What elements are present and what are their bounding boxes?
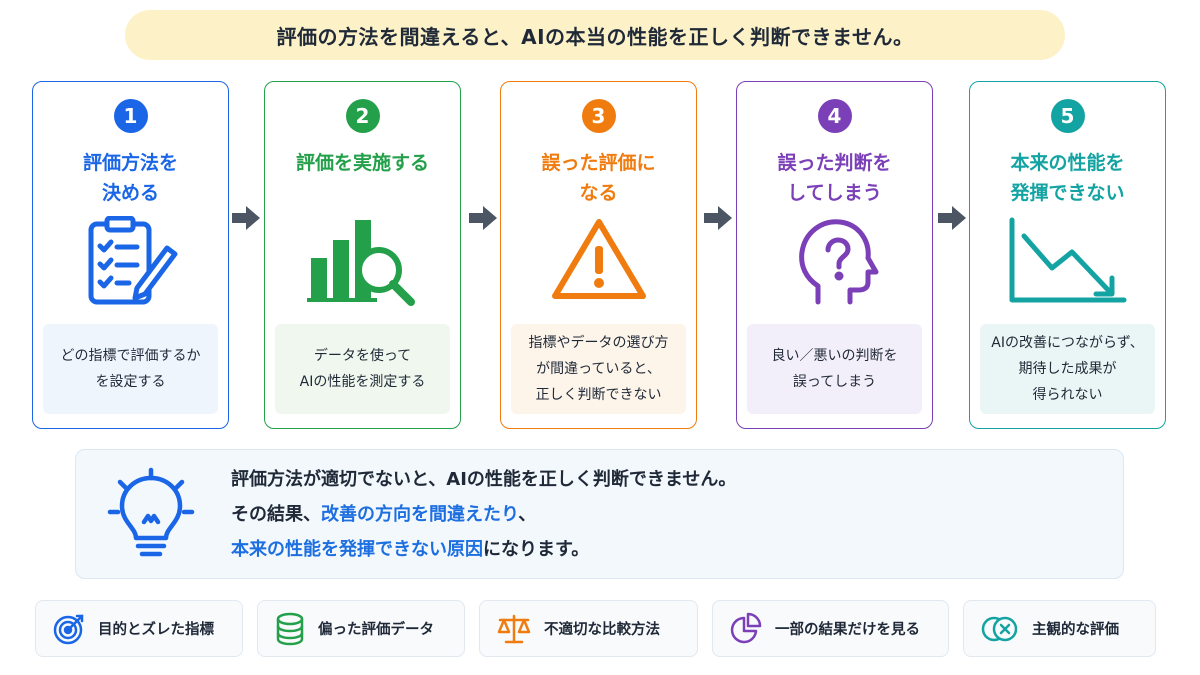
step-description: 指標やデータの選び方 が間違っていると、 正しく判断できない	[511, 324, 686, 414]
tag-partial-results: 一部の結果だけを見る	[712, 600, 949, 657]
declining-chart-icon	[1008, 216, 1128, 310]
step-title: 本来の性能を 発揮できない	[1010, 152, 1125, 204]
step-title: 評価を実施する	[295, 152, 429, 174]
arrow-right-icon	[469, 206, 497, 230]
step-title: 評価方法を 決める	[82, 152, 178, 204]
lightbulb-icon	[107, 467, 195, 557]
step-number-badge: 4	[817, 99, 852, 133]
tag-subjective-evaluation: 主観的な評価	[963, 600, 1156, 657]
step-card-3: 3 誤った評価に なる 指標やデータの選び方 が間違っていると、 正しく判断でき…	[500, 81, 697, 429]
tag-inappropriate-comparison: 不適切な比較方法	[479, 600, 698, 657]
summary-highlight-1: 改善の方向を間違えたり	[321, 504, 519, 525]
step-description: どの指標で評価するか を設定する	[43, 324, 218, 414]
step-card-2: 2 評価を実施する データを使って AIの性能を測定する	[264, 81, 461, 429]
arrow-right-icon	[938, 206, 966, 230]
tag-misaligned-metric: 目的とズレた指標	[35, 600, 243, 657]
summary-line-1: 評価方法が適切でないと、AIの性能を正しく判断できません。	[231, 469, 737, 490]
target-icon	[53, 614, 84, 644]
balance-scale-icon	[497, 614, 531, 643]
step-title: 誤った判断を してしまう	[777, 152, 892, 204]
database-icon	[276, 612, 304, 645]
summary-text: 評価方法が適切でないと、AIの性能を正しく判断できません。 その結果、改善の方向…	[231, 462, 736, 567]
summary-line-2-suffix: 、	[518, 504, 537, 525]
step-card-5: 5 本来の性能を 発揮できない AIの改善につながらず、 期待した成果が 得られ…	[969, 81, 1166, 429]
step-description: 良い／悪いの判断を 誤ってしまう	[747, 324, 922, 414]
step-number-badge: 3	[581, 99, 616, 133]
summary-line-2-prefix: その結果、	[231, 504, 321, 525]
pie-chart-icon	[730, 612, 762, 643]
tag-biased-data: 偏った評価データ	[257, 600, 465, 657]
tag-label: 目的とズレた指標	[98, 622, 214, 638]
page-title: 評価の方法を間違えると、AIの本当の性能を正しく判断できません。	[276, 24, 914, 49]
summary-highlight-2: 本来の性能を発揮できない原因	[231, 539, 483, 560]
step-description: データを使って AIの性能を測定する	[275, 324, 450, 414]
step-card-4: 4 誤った判断を してしまう 良い／悪いの判断を 誤ってしまう	[736, 81, 933, 429]
header-banner: 評価の方法を間違えると、AIの本当の性能を正しく判断できません。	[125, 10, 1065, 60]
head-question-icon	[790, 216, 880, 312]
tag-label: 主観的な評価	[1032, 622, 1119, 638]
tag-label: 一部の結果だけを見る	[775, 622, 920, 638]
summary-line-3-suffix: になります。	[483, 539, 590, 560]
step-number-badge: 2	[345, 99, 380, 133]
step-description: AIの改善につながらず、 期待した成果が 得られない	[980, 324, 1155, 414]
bar-chart-magnifier-icon	[305, 216, 421, 312]
arrow-right-icon	[232, 206, 260, 230]
summary-line-2: その結果、改善の方向を間違えたり、	[231, 497, 736, 532]
summary-line-3: 本来の性能を発揮できない原因になります。	[231, 532, 736, 567]
warning-triangle-icon	[549, 216, 649, 308]
step-number-badge: 1	[113, 99, 148, 133]
summary-box: 評価方法が適切でないと、AIの性能を正しく判断できません。 その結果、改善の方向…	[75, 449, 1124, 579]
step-number-badge: 5	[1050, 99, 1085, 133]
clipboard-checklist-icon	[83, 215, 179, 312]
tag-label: 偏った評価データ	[318, 622, 434, 638]
circles-x-icon	[981, 616, 1018, 641]
tag-label: 不適切な比較方法	[544, 622, 660, 638]
step-card-1: 1 評価方法を 決める どの指標で評価するか を設定する	[32, 81, 229, 429]
arrow-right-icon	[704, 206, 732, 230]
step-title: 誤った評価に なる	[541, 152, 656, 204]
